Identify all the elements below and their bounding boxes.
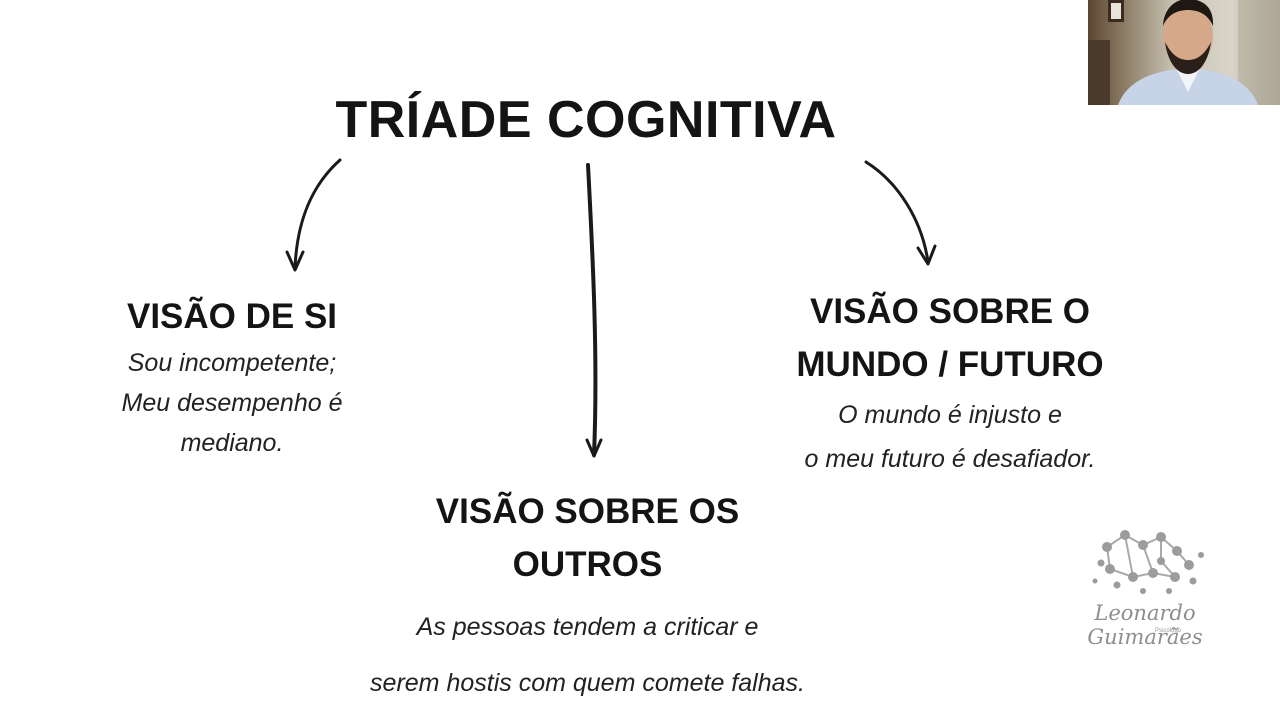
node-others-heading-line: OUTROS xyxy=(512,545,663,584)
arrow-left-head xyxy=(285,250,305,272)
brand-logo: Leonardo Guimarães Psicólogo xyxy=(1055,525,1245,655)
node-self-view: VISÃO DE SI Sou incompetente; Meu desemp… xyxy=(82,290,382,463)
node-world-heading-line: VISÃO SOBRE O xyxy=(809,292,1091,331)
node-others-view: VISÃO SOBRE OS OUTROS As pessoas tendem … xyxy=(320,485,855,703)
node-self-line: mediano. xyxy=(180,429,284,457)
webcam-feed xyxy=(1088,0,1280,105)
node-world-line: o meu futuro é desafiador. xyxy=(804,445,1096,473)
node-world-line: O mundo é injusto e xyxy=(838,401,1062,429)
node-self-line: Meu desempenho é xyxy=(121,389,343,417)
node-others-line: As pessoas tendem a criticar e xyxy=(416,613,759,641)
slide-title: TRÍADE COGNITIVA xyxy=(335,91,837,149)
network-dots-icon xyxy=(1092,530,1204,594)
arrow-left xyxy=(293,158,342,270)
arrow-center xyxy=(586,163,598,457)
logo-tagline: Psicólogo xyxy=(1155,628,1182,634)
arrow-right-head xyxy=(916,244,937,266)
node-world-view: VISÃO SOBRE O MUNDO / FUTURO O mundo é i… xyxy=(760,285,1140,479)
presenter-video xyxy=(1088,0,1280,105)
node-self-line: Sou incompetente; xyxy=(127,349,337,377)
logo-name: Leonardo Guimarães xyxy=(1087,601,1203,649)
arrow-right xyxy=(864,160,930,264)
node-others-line: serem hostis com quem comete falhas. xyxy=(370,669,805,697)
node-world-heading-line: MUNDO / FUTURO xyxy=(796,345,1104,384)
arrow-center-head xyxy=(585,438,603,458)
node-self-heading: VISÃO DE SI xyxy=(126,297,338,336)
node-others-heading-line: VISÃO SOBRE OS xyxy=(435,492,740,531)
